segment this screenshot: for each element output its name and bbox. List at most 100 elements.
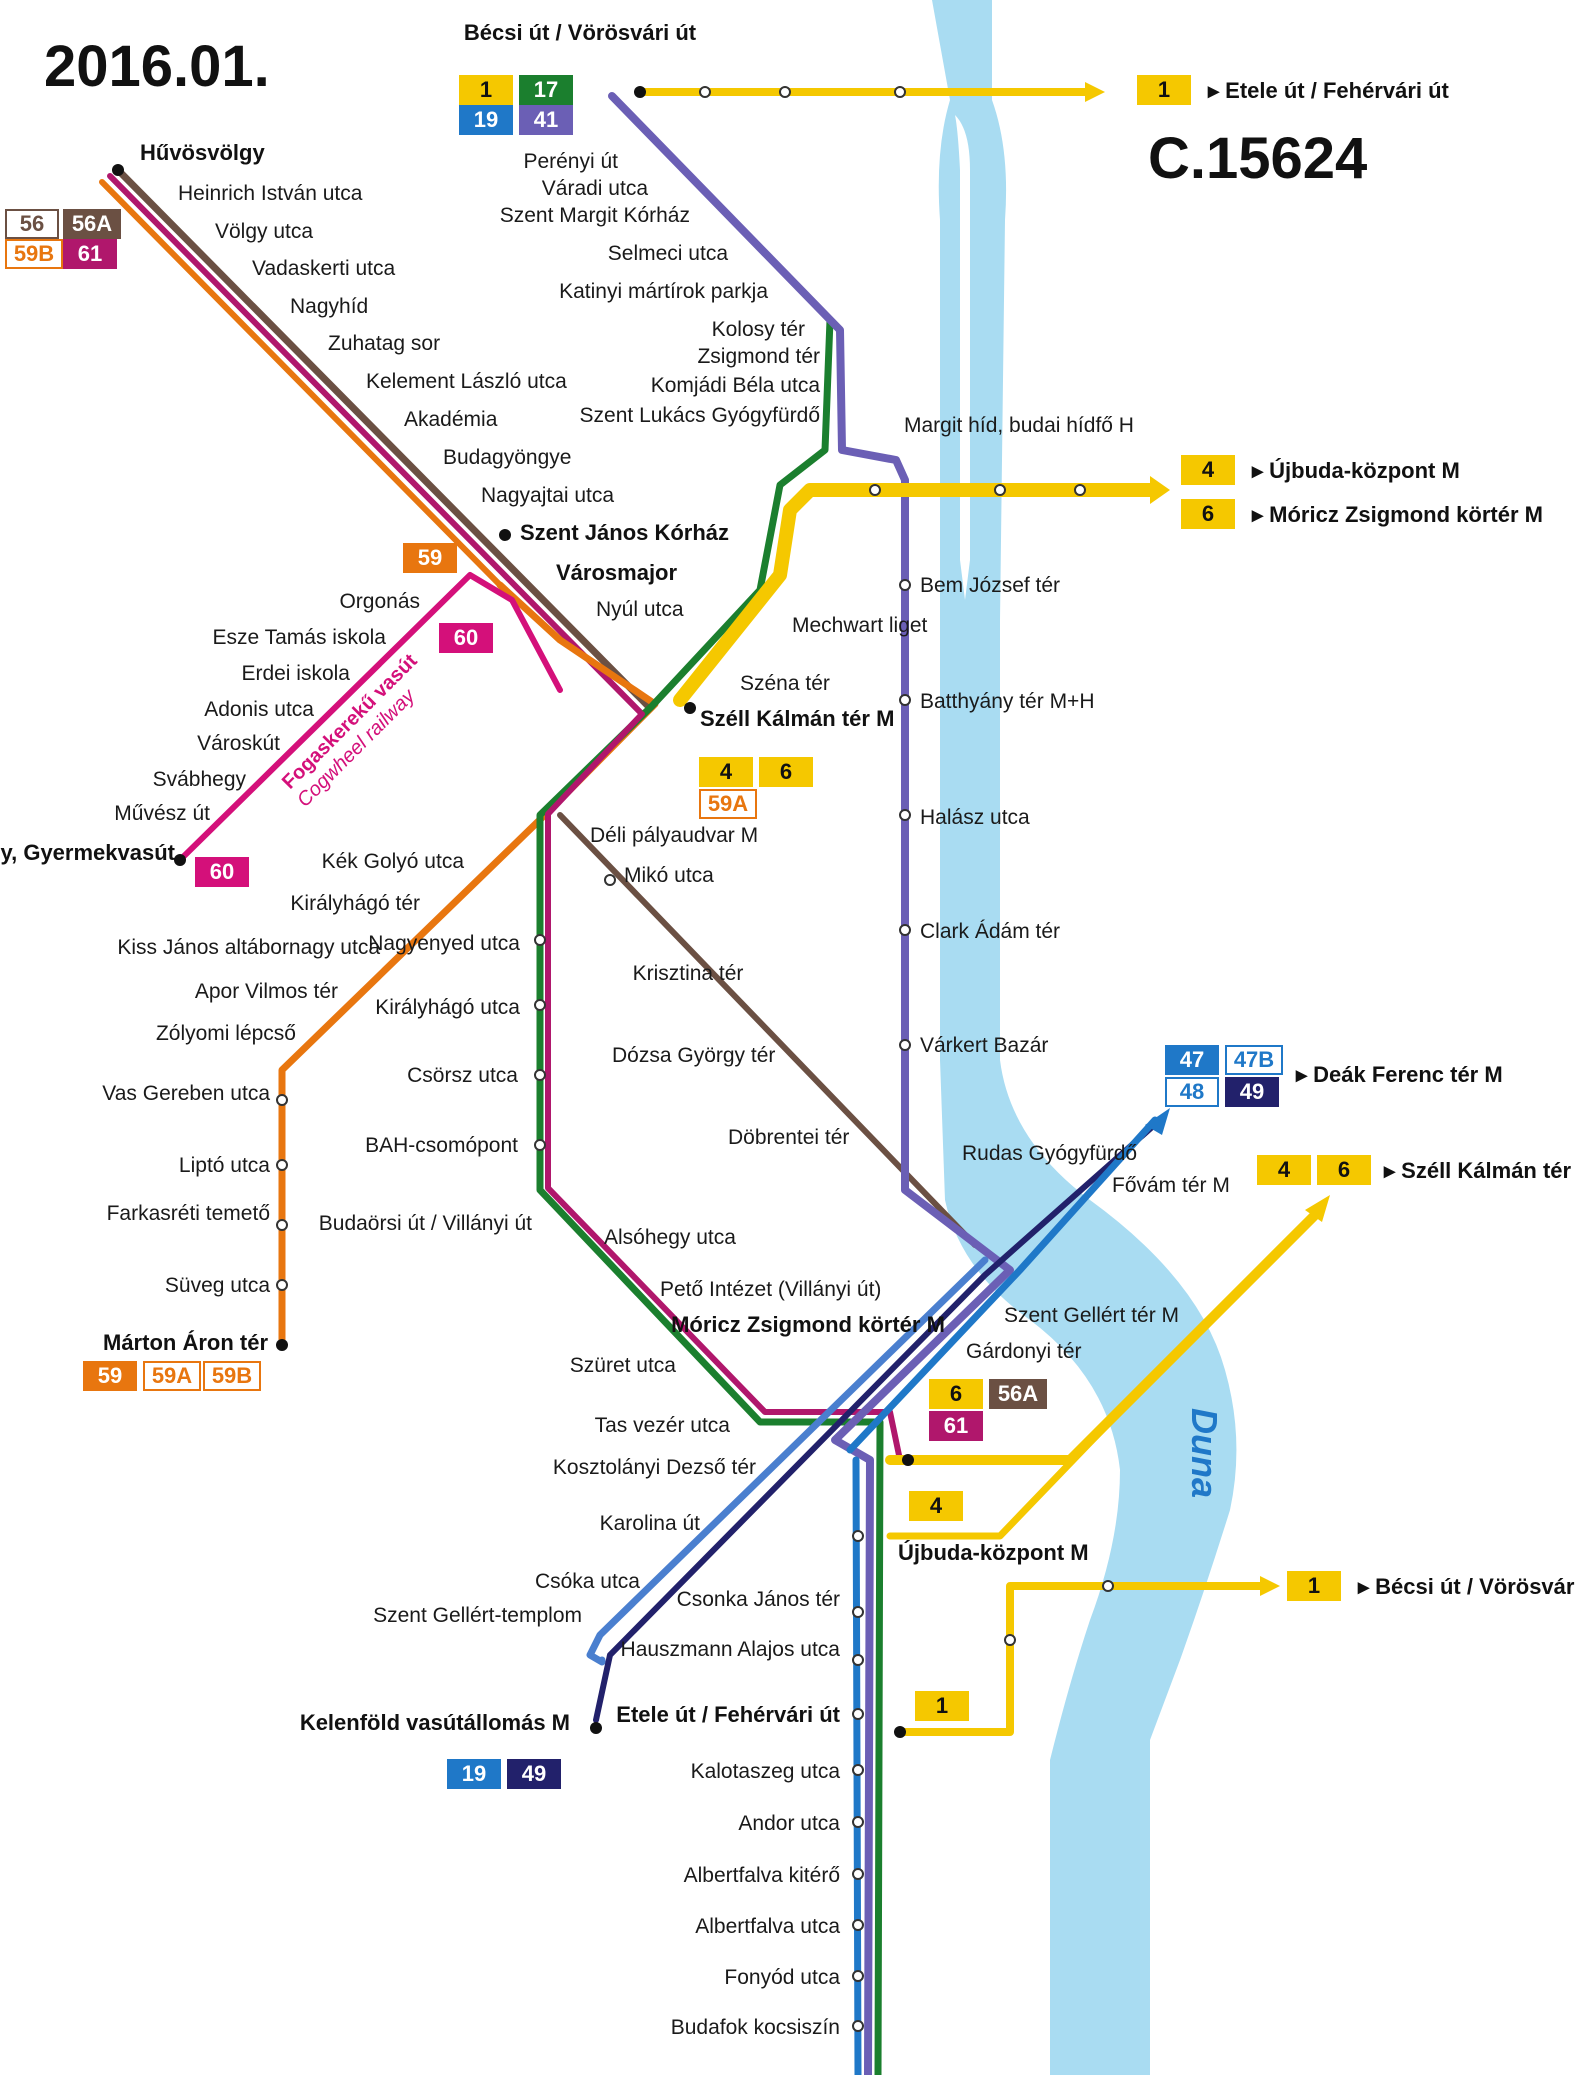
line-badge-49: 49 xyxy=(522,1761,546,1786)
station-svabhegy: Svábhegy xyxy=(153,768,247,791)
line-badge-60: 60 xyxy=(210,859,234,884)
station-halasz: Halász utca xyxy=(920,806,1030,829)
station-varosmajor: Városmajor xyxy=(556,560,677,585)
line-badge-48-bg xyxy=(1165,1077,1219,1107)
station-peto: Pető Intézet (Villányi út) xyxy=(660,1278,881,1301)
line-badge-56a-bg xyxy=(989,1379,1047,1409)
station-miko: Mikó utca xyxy=(624,864,714,887)
code-label: C.15624 xyxy=(1148,126,1367,191)
line-badge-41: 41 xyxy=(534,107,558,132)
station-nagyajtai: Nagyajtai utca xyxy=(481,484,614,507)
station-lipto: Liptó utca xyxy=(179,1154,270,1177)
line-badge-59b-bg xyxy=(5,239,63,269)
station-deli: Déli pályaudvar M xyxy=(590,824,758,847)
line-hvosvolgy-bundle xyxy=(99,166,654,717)
danube-river xyxy=(932,0,1237,2075)
station-zuhatag: Zuhatag sor xyxy=(328,332,440,355)
line-badge-4: 4 xyxy=(1202,457,1215,482)
line-56-white-core xyxy=(113,172,647,712)
station-apor: Apor Vilmos tér xyxy=(195,980,338,1003)
station-albutca: Albertfalva utca xyxy=(695,1915,840,1938)
station-szuret: Szüret utca xyxy=(570,1354,677,1377)
line-badge-59-bg xyxy=(403,543,457,573)
station-krisztina: Krisztina tér xyxy=(633,962,744,985)
station-katinyi: Katinyi mártírok parkja xyxy=(559,280,768,303)
station-budafok: Budafok kocsiszín xyxy=(671,2016,840,2039)
station-becsi: Bécsi út / Vörösvári út xyxy=(464,20,697,45)
line-badge-4-bg xyxy=(1257,1155,1311,1185)
station-csorsz: Csörsz utca xyxy=(407,1064,518,1087)
station-marton: Márton Áron tér xyxy=(103,1330,268,1355)
line-61-magenta-south xyxy=(545,711,903,1463)
line-4-ujbuda xyxy=(886,1376,1154,1540)
dest-line-6: ▸ Móricz Zsigmond körtér M xyxy=(1251,502,1543,527)
line-badge-47b: 47B xyxy=(1234,1047,1274,1072)
station-erdei: Erdei iskola xyxy=(241,662,350,685)
stop-dots xyxy=(276,86,1114,2032)
line-badge-47b-bg xyxy=(1225,1045,1283,1075)
arrow-line46-east xyxy=(1150,476,1170,504)
station-orgonas: Orgonás xyxy=(339,590,420,613)
line-badge-19: 19 xyxy=(474,107,498,132)
station-pereny: Perényi út xyxy=(523,150,618,173)
line-badge-1-bg xyxy=(1137,75,1191,105)
station-varadi: Váradi utca xyxy=(542,177,649,200)
line-badge-4-bg xyxy=(1181,455,1235,485)
station-szechenyi: Széchenyi-hegy, Gyermekvasút xyxy=(0,840,176,865)
station-szentjanos: Szent János Kórház xyxy=(520,520,729,545)
station-margitkorhaz: Szent Margit Kórház xyxy=(500,204,690,227)
line-badge-56a: 56A xyxy=(998,1381,1038,1406)
line-badge-59b-bg xyxy=(203,1361,261,1391)
line-badge-59: 59 xyxy=(98,1363,122,1388)
line-badge-17: 17 xyxy=(534,77,558,102)
line-badge-61: 61 xyxy=(78,241,102,266)
line-56-south xyxy=(557,812,978,1248)
station-farkasreti: Farkasréti temető xyxy=(107,1202,270,1225)
station-fovam: Fővám tér M xyxy=(1112,1174,1230,1197)
line-badge-1: 1 xyxy=(936,1693,948,1718)
line-59b-orange xyxy=(99,179,503,588)
station-szell: Széll Kálmán tér M xyxy=(700,706,894,731)
line-badge-19-bg xyxy=(459,105,513,135)
line-badge-59a: 59A xyxy=(152,1363,192,1388)
station-nagyhid: Nagyhíd xyxy=(290,295,368,318)
station-budagyongye: Budagyöngye xyxy=(443,446,571,469)
line-badge-1: 1 xyxy=(1308,1573,1320,1598)
station-adonis: Adonis utca xyxy=(204,698,314,721)
station-gardonyi: Gárdonyi tér xyxy=(966,1340,1082,1363)
station-tasvezer: Tas vezér utca xyxy=(595,1414,731,1437)
line-badge-59a: 59A xyxy=(708,791,748,816)
dest-line-4: ▸ Újbuda-központ M xyxy=(1251,458,1460,483)
line-badge-61-bg xyxy=(63,239,117,269)
station-akademia: Akadémia xyxy=(404,408,498,431)
line-badge-56a-bg xyxy=(63,209,121,239)
terminus-dots xyxy=(112,86,914,1738)
line-47-to-deak xyxy=(846,1116,1159,1454)
line-badge-4: 4 xyxy=(930,1493,943,1518)
line-56-brown xyxy=(114,166,654,712)
station-margithid: Margit híd, budai hídfő H xyxy=(904,414,1134,437)
station-mechwart: Mechwart liget xyxy=(792,614,928,637)
line-badge-61-bg xyxy=(929,1411,983,1441)
station-kiralyhago-u: Királyhágó utca xyxy=(375,996,520,1019)
line-badge-4-bg xyxy=(699,757,753,787)
station-hvosvolgy: Hűvösvölgy xyxy=(140,140,265,165)
station-muvesz: Művész út xyxy=(114,802,210,825)
station-komjadi: Komjádi Béla utca xyxy=(651,374,821,397)
line-badge-6: 6 xyxy=(950,1381,962,1406)
line-badge-49: 49 xyxy=(1240,1079,1264,1104)
line-badge-1: 1 xyxy=(1158,77,1170,102)
station-varkert: Várkert Bazár xyxy=(920,1034,1048,1057)
line-badge-48: 48 xyxy=(1180,1079,1204,1104)
line-61-magenta xyxy=(107,173,645,717)
line-badge-59: 59 xyxy=(418,545,442,570)
station-templom: Szent Gellért-templom xyxy=(373,1604,582,1627)
station-albkiter: Albertfalva kitérő xyxy=(684,1864,840,1887)
line-badge-59b: 59B xyxy=(212,1363,252,1388)
line-badge-1: 1 xyxy=(480,77,492,102)
arrow-line46-ne xyxy=(1305,1195,1330,1222)
station-ujbuda: Újbuda-központ M xyxy=(898,1540,1089,1565)
station-bem: Bem József tér xyxy=(920,574,1060,597)
station-fonyod: Fonyód utca xyxy=(724,1966,840,1989)
